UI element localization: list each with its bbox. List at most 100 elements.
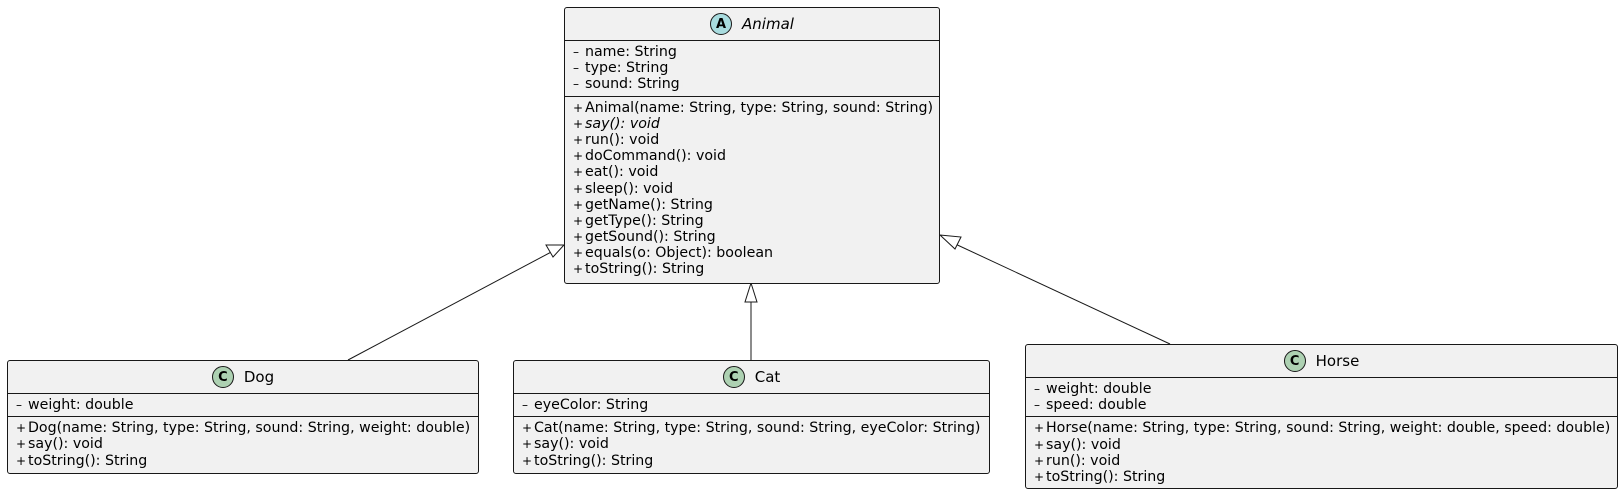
method-row: +say(): void: [1034, 437, 1611, 453]
class-horse-fields: –weight: double –speed: double: [1026, 378, 1617, 416]
method-row: +getName(): String: [573, 197, 933, 213]
class-cat-fields: –eyeColor: String: [514, 394, 989, 416]
method-text: Animal(name: String, type: String, sound…: [585, 99, 934, 116]
public-visibility-icon: +: [1034, 421, 1045, 436]
abstract-class-icon: A: [710, 13, 733, 35]
edge-dog-animal: [347, 249, 556, 361]
method-text: Horse(name: String, type: String, sound:…: [1046, 420, 1611, 437]
public-visibility-icon: +: [573, 181, 584, 196]
field-row: –name: String: [573, 44, 933, 60]
field-row: –type: String: [573, 60, 933, 76]
field-text: sound: String: [585, 76, 680, 93]
class-icon: C: [1283, 350, 1306, 372]
public-visibility-icon: +: [573, 149, 584, 164]
method-row: +Horse(name: String, type: String, sound…: [1034, 420, 1611, 436]
class-icon: C: [211, 366, 234, 388]
abstract-method-row: +say(): void: [573, 116, 933, 132]
method-row: +eat(): void: [573, 164, 933, 180]
method-text: say(): void: [28, 436, 103, 453]
public-visibility-icon: +: [522, 437, 533, 452]
public-visibility-icon: +: [16, 421, 27, 436]
class-horse-name: Horse: [1315, 352, 1360, 370]
public-visibility-icon: +: [1034, 437, 1045, 452]
field-text: type: String: [585, 60, 669, 77]
public-visibility-icon: +: [573, 116, 584, 131]
class-animal-name: Animal: [742, 15, 794, 33]
public-visibility-icon: +: [16, 437, 27, 452]
public-visibility-icon: +: [573, 246, 584, 261]
public-visibility-icon: +: [1034, 469, 1045, 484]
method-row: +getSound(): String: [573, 229, 933, 245]
method-text: doCommand(): void: [585, 148, 726, 165]
public-visibility-icon: +: [573, 262, 584, 277]
method-row: +say(): void: [16, 436, 472, 452]
method-text: toString(): String: [585, 261, 705, 278]
class-dog[interactable]: C Dog –weight: double +Dog(name: String,…: [7, 360, 479, 474]
method-text: getName(): String: [585, 196, 713, 213]
public-visibility-icon: +: [16, 453, 27, 468]
method-text: say(): void: [1046, 436, 1121, 453]
private-visibility-icon: –: [522, 398, 528, 412]
method-text: equals(o: Object): boolean: [585, 245, 774, 262]
field-text: speed: double: [1046, 397, 1147, 414]
edge-horse-animal: [950, 241, 1171, 345]
private-visibility-icon: –: [16, 398, 22, 412]
method-row: +doCommand(): void: [573, 148, 933, 164]
class-dog-methods: +Dog(name: String, type: String, sound: …: [8, 416, 478, 472]
method-text: Dog(name: String, type: String, sound: S…: [28, 420, 471, 437]
public-visibility-icon: +: [522, 421, 533, 436]
method-row: +toString(): String: [573, 261, 933, 277]
method-text: run(): void: [585, 131, 660, 148]
class-horse-methods: +Horse(name: String, type: String, sound…: [1026, 416, 1617, 488]
public-visibility-icon: +: [573, 165, 584, 180]
edge-horse-arrowhead: [938, 234, 962, 250]
class-icon: C: [722, 366, 745, 388]
private-visibility-icon: –: [1034, 382, 1040, 396]
class-cat-header: C Cat: [514, 361, 989, 394]
class-animal-fields: –name: String –type: String –sound: Stri…: [565, 41, 939, 96]
class-animal[interactable]: A Animal –name: String –type: String –so…: [564, 7, 940, 284]
class-cat-methods: +Cat(name: String, type: String, sound: …: [514, 416, 989, 472]
method-row: +toString(): String: [16, 453, 472, 469]
method-text: say(): void: [585, 115, 660, 132]
method-text: toString(): String: [1046, 468, 1166, 485]
private-visibility-icon: –: [1034, 398, 1040, 413]
field-text: name: String: [585, 44, 677, 60]
method-row: +getType(): String: [573, 213, 933, 229]
method-text: Cat(name: String, type: String, sound: S…: [534, 420, 981, 437]
method-row: +Animal(name: String, type: String, soun…: [573, 100, 933, 116]
field-row: –sound: String: [573, 76, 933, 92]
public-visibility-icon: +: [573, 213, 584, 228]
method-text: run(): void: [1046, 452, 1121, 469]
private-visibility-icon: –: [573, 77, 579, 92]
method-row: +equals(o: Object): boolean: [573, 245, 933, 261]
field-row: –weight: double: [1034, 381, 1611, 397]
method-row: +say(): void: [522, 436, 983, 452]
method-row: +toString(): String: [522, 453, 983, 469]
method-row: +run(): void: [573, 132, 933, 148]
field-text: eyeColor: String: [534, 397, 649, 413]
class-dog-header: C Dog: [8, 361, 478, 394]
method-row: +run(): void: [1034, 453, 1611, 469]
public-visibility-icon: +: [573, 230, 584, 245]
public-visibility-icon: +: [573, 197, 584, 212]
field-text: weight: double: [1046, 381, 1152, 397]
class-horse[interactable]: C Horse –weight: double –speed: double +…: [1025, 344, 1618, 489]
method-text: say(): void: [534, 436, 609, 453]
class-horse-header: C Horse: [1026, 345, 1617, 378]
class-animal-methods: +Animal(name: String, type: String, soun…: [565, 95, 939, 281]
private-visibility-icon: –: [573, 45, 579, 59]
method-text: getType(): String: [585, 212, 704, 229]
public-visibility-icon: +: [573, 132, 584, 147]
field-row: –speed: double: [1034, 397, 1611, 413]
private-visibility-icon: –: [573, 61, 579, 76]
public-visibility-icon: +: [573, 100, 584, 115]
field-row: –eyeColor: String: [522, 397, 983, 413]
method-text: sleep(): void: [585, 180, 674, 197]
class-cat[interactable]: C Cat –eyeColor: String +Cat(name: Strin…: [513, 360, 990, 474]
method-row: +sleep(): void: [573, 181, 933, 197]
class-cat-name: Cat: [754, 368, 781, 386]
class-animal-header: A Animal: [565, 8, 939, 41]
method-text: toString(): String: [534, 452, 654, 469]
